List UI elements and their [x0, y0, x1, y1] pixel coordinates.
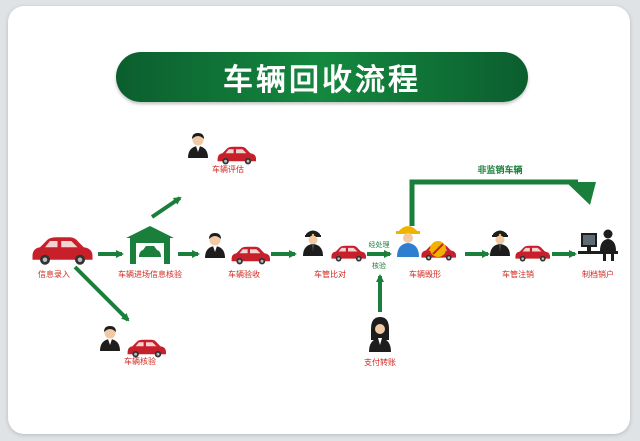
branch-arrowhead [566, 182, 596, 205]
check-lower-label: 核验 [372, 261, 386, 271]
car-icon [515, 246, 550, 262]
car-icon [218, 147, 256, 165]
police-cancel-node [490, 231, 550, 262]
woman-icon [369, 317, 391, 352]
person-icon [100, 326, 120, 351]
vehicle-check-label: 车辆核验 [124, 357, 156, 367]
police-compare-label: 车管比对 [314, 270, 346, 280]
vehicle-accept-node [205, 233, 270, 264]
car-icon [128, 340, 166, 358]
vehicle-dismantle-label: 车辆毁形 [409, 270, 441, 280]
person-icon [188, 133, 208, 158]
vehicle-eval-node [188, 133, 256, 164]
payment-label: 支付转账 [364, 358, 396, 368]
vehicle-check-node [100, 326, 166, 357]
check-upper-label: 经处理 [369, 240, 390, 250]
person-icon [205, 233, 225, 258]
arrow-gate-to-eval [152, 198, 180, 217]
person-icon [600, 230, 616, 262]
police-officer-icon [490, 231, 510, 257]
vehicle-gate-node [126, 226, 174, 264]
vehicle-eval-label: 车辆评估 [212, 165, 244, 175]
info-entry-label: 信息录入 [38, 270, 70, 280]
car-icon [33, 237, 93, 265]
issue-cert-node [578, 230, 618, 262]
branch-line [412, 182, 578, 226]
vehicle-gate-label: 车辆进场信息核验 [118, 270, 182, 280]
worker-icon [396, 226, 420, 257]
info-entry-node [33, 237, 93, 265]
police-officer-icon [303, 231, 323, 257]
car-icon [331, 246, 366, 262]
branch-label: 非监销车辆 [477, 166, 522, 176]
payment-node [369, 317, 391, 352]
police-cancel-label: 车管注销 [502, 270, 534, 280]
gate-roof-icon [126, 226, 174, 238]
vehicle-accept-label: 车辆验收 [228, 270, 260, 280]
police-compare-node [303, 231, 366, 262]
vehicle-dismantle-node [396, 226, 456, 261]
car-icon [232, 247, 270, 265]
issue-cert-label: 制档销户 [582, 270, 614, 280]
